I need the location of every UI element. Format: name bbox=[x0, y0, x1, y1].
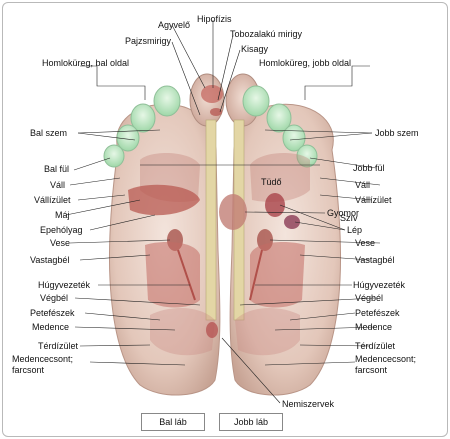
label-tobozmirigy: Tobozalakú mirigy bbox=[230, 29, 303, 39]
label-homlok-jobb: Homloküreg, jobb oldal bbox=[259, 58, 352, 68]
label-farcsont-left: farcsont bbox=[12, 365, 45, 375]
label-vallizulet-left: Vállízület bbox=[34, 195, 71, 205]
label-hugyvezetek-left: Húgyvezeték bbox=[38, 280, 91, 290]
label-vese-left: Vese bbox=[50, 238, 71, 248]
left-toe-2 bbox=[153, 85, 181, 117]
cerebellum-zone bbox=[210, 108, 222, 116]
label-petefeszek-right: Petefészek bbox=[355, 308, 400, 318]
right-toe-5 bbox=[296, 144, 318, 168]
pelvis-zone-right bbox=[235, 308, 300, 356]
label-vese-right: Vese bbox=[355, 238, 376, 248]
label-hugyvezetek-right: Húgyvezeték bbox=[353, 280, 406, 290]
label-maj: Máj bbox=[55, 210, 70, 220]
spleen-zone bbox=[284, 215, 300, 229]
left-foot-button[interactable]: Bal láb bbox=[141, 413, 205, 431]
label-bal-szem: Bal szem bbox=[30, 128, 68, 138]
label-homlok-bal: Homloküreg, bal oldal bbox=[42, 58, 130, 68]
label-vastagbel-right: Vastagbél bbox=[355, 255, 395, 265]
label-terdizulet-right: Térdízület bbox=[355, 341, 396, 351]
label-vastagbel-left: Vastagbél bbox=[30, 255, 70, 265]
heart-zone bbox=[265, 193, 285, 217]
right-toe-2 bbox=[242, 85, 270, 117]
brain-zone bbox=[201, 85, 223, 103]
pelvis-zone bbox=[150, 308, 215, 356]
label-lep: Lép bbox=[347, 225, 363, 235]
label-nemiszervek: Nemiszervek bbox=[282, 399, 335, 409]
label-vallizulet-right: Vállízület bbox=[355, 195, 392, 205]
label-medencecsont-right: Medencecsont; bbox=[355, 354, 417, 364]
label-agyvelo: Agyvelő bbox=[158, 20, 191, 30]
intestine-left-zone bbox=[145, 242, 200, 308]
genital-zone bbox=[206, 322, 218, 338]
label-vall-left: Váll bbox=[50, 180, 66, 190]
label-gyomor: Gyomor bbox=[327, 208, 360, 218]
label-jobb-ful: Jobb fül bbox=[353, 163, 385, 173]
stomach-zone bbox=[219, 194, 247, 230]
label-bal-ful: Bal fül bbox=[44, 164, 70, 174]
right-foot-button[interactable]: Jobb láb bbox=[219, 413, 283, 431]
label-vall-right: Váll bbox=[355, 180, 371, 190]
label-farcsont-right: farcsont bbox=[355, 365, 388, 375]
label-medence-right: Medence bbox=[355, 322, 393, 332]
liver-zone bbox=[128, 184, 200, 216]
label-vegbel-left: Végbél bbox=[40, 293, 69, 303]
label-sziv: Szív bbox=[340, 213, 358, 223]
right-toe-4 bbox=[282, 124, 306, 152]
left-toe-5 bbox=[103, 144, 125, 168]
label-medence-left: Medence bbox=[32, 322, 70, 332]
label-pajzsmirigy: Pajzsmirigy bbox=[125, 36, 172, 46]
label-petefeszek-left: Petefészek bbox=[30, 308, 75, 318]
ureter-lines bbox=[177, 249, 263, 301]
intestine-right-zone bbox=[250, 242, 305, 308]
label-tudo: Tüdő bbox=[261, 177, 282, 187]
label-vegbel-right: Végbél bbox=[355, 293, 384, 303]
label-hipofizis: Hipofízis bbox=[197, 14, 232, 24]
label-terdizulet-left: Térdízület bbox=[38, 341, 79, 351]
right-toe-3 bbox=[266, 103, 292, 133]
label-jobb-szem: Jobb szem bbox=[375, 128, 419, 138]
label-kisagy: Kisagy bbox=[241, 44, 269, 54]
label-medencecsont-left: Medencecsont; bbox=[12, 354, 74, 364]
leader-lines bbox=[65, 20, 381, 404]
label-epeholyag: Epehólyag bbox=[40, 225, 83, 235]
left-toe-3 bbox=[130, 103, 156, 133]
